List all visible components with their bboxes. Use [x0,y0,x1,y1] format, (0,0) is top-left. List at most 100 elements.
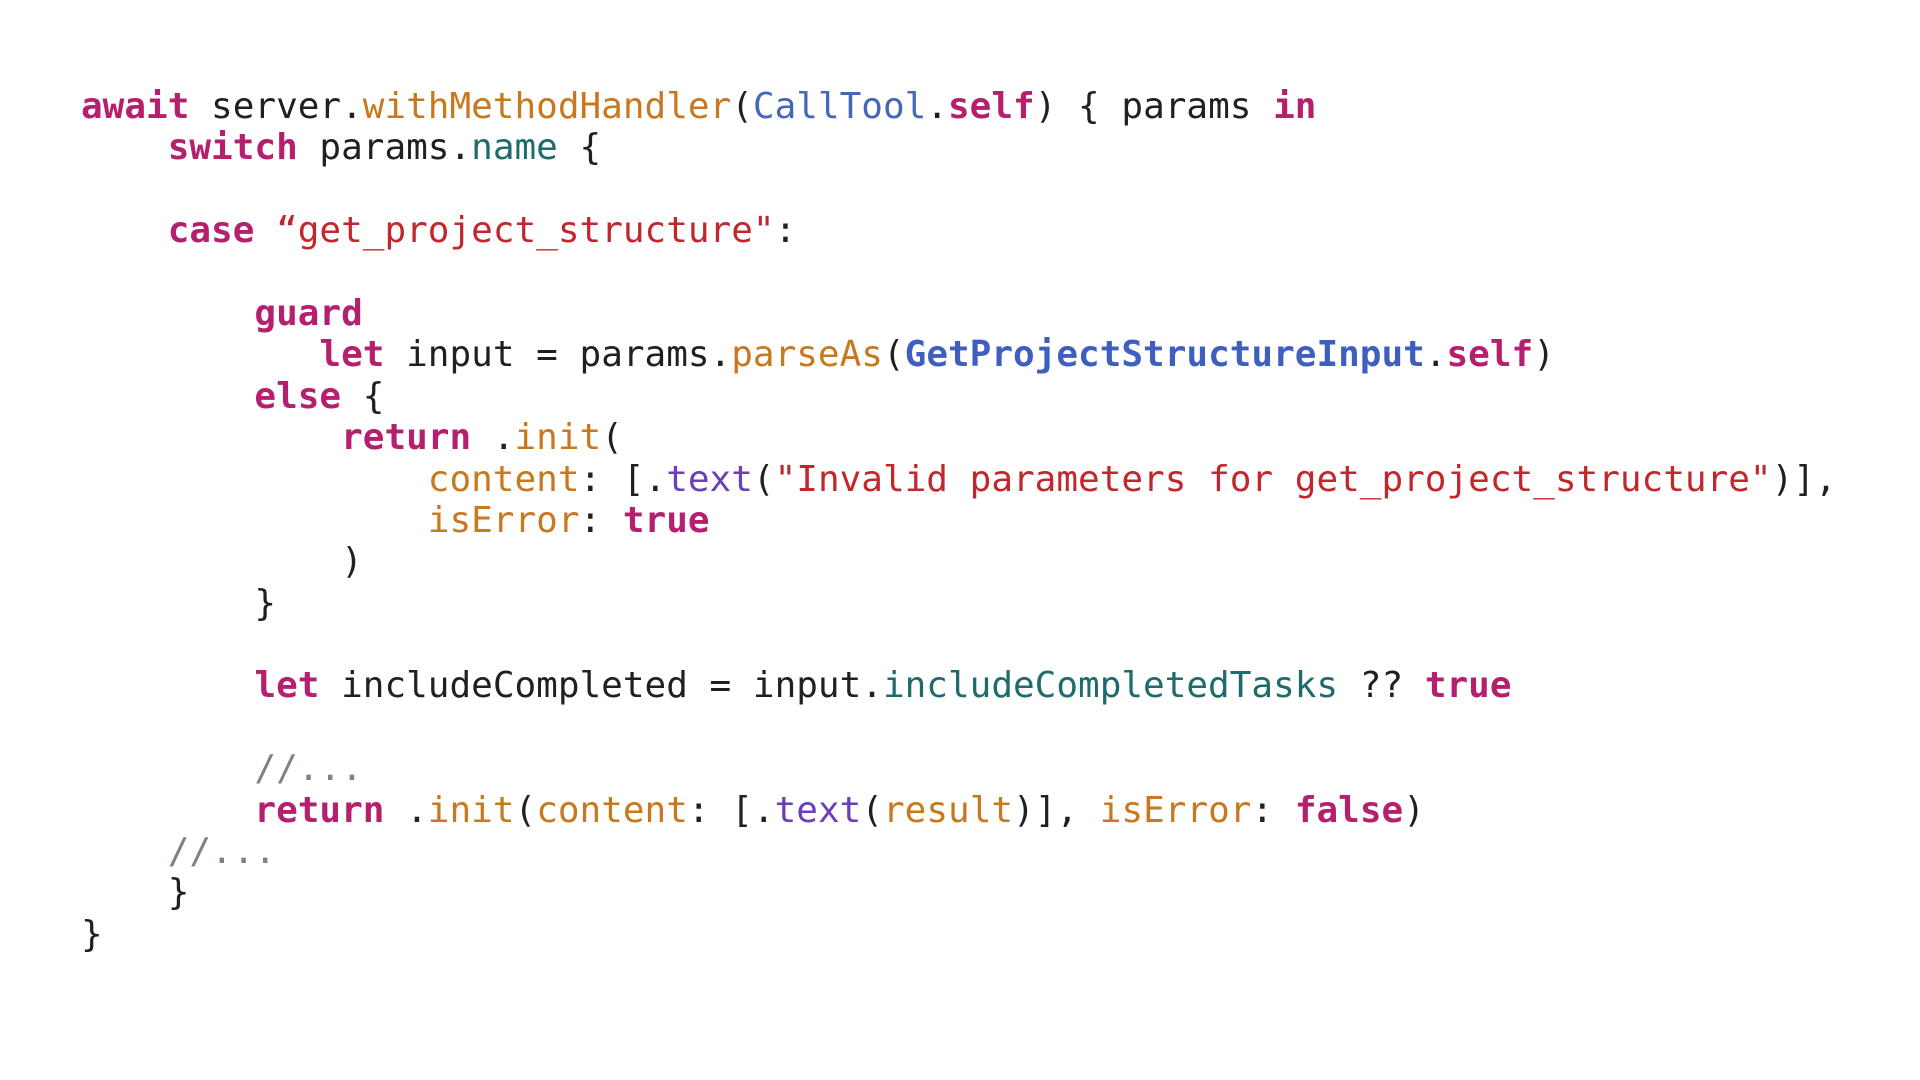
code-token-plain: server. [189,86,363,127]
code-token-plain: . [471,417,515,459]
code-token-plain: includeCompleted = input. [319,665,883,707]
code-line: isError: true [81,500,1911,541]
code-indent [81,665,254,706]
code-indent [81,417,341,458]
code-token-plain: ) [341,541,363,583]
code-token-plain: params. [297,127,472,169]
code-line [81,624,1911,665]
code-token-keyword: return [341,417,472,459]
code-token-comment: //... [167,831,277,873]
code-token-keyword: false [1294,789,1404,831]
code-token-type: CallTool [752,86,927,127]
code-view: await server.withMethodHandler(CallTool.… [81,86,1911,955]
code-token-string: "Invalid parameters for get_project_stru… [774,458,1772,500]
code-line [81,252,1911,293]
code-line: case “get_project_structure": [81,210,1911,251]
code-line [81,707,1911,748]
code-token-plain: )], [1013,789,1100,831]
code-token-prop: name [471,127,558,169]
code-token-plain: ?? [1338,665,1425,707]
code-token-string: “get_project_structure" [254,210,775,252]
code-line: switch params.name { [81,127,1911,168]
code-indent [81,872,168,913]
code-indent [81,500,428,541]
code-token-method: text [774,789,862,831]
code-token-plain: ( [731,86,753,127]
code-token-keyword: true [622,499,710,541]
code-token-keyword: self [948,86,1035,127]
code-indent [81,376,254,417]
code-line: guard [81,293,1911,334]
code-line: return .init(content: [.text(result)], i… [81,790,1911,831]
code-token-func: content [536,789,688,831]
code-token-plain: ( [861,789,883,831]
code-indent [81,583,254,624]
code-token-plain: } [167,872,190,914]
code-token-plain: ( [882,334,905,376]
code-line: return .init( [81,417,1911,458]
code-line: //... [81,748,1911,789]
code-token-plain: . [1424,334,1447,376]
code-indent [81,831,168,872]
code-line: else { [81,376,1911,417]
code-token-keyword: in [1273,86,1317,127]
code-token-keyword: case [167,210,255,252]
code-line: //... [81,831,1911,872]
code-token-plain: input = params. [384,334,732,376]
code-token-keyword: guard [254,292,363,334]
code-line: } [81,872,1911,913]
code-indent [81,210,168,251]
code-token-keyword: self [1446,334,1534,376]
code-line: ) [81,541,1911,582]
code-token-comment: //... [254,748,363,790]
code-line: } [81,914,1911,955]
code-indent [81,541,341,582]
code-token-keyword: switch [167,127,298,169]
code-token-keyword: return [254,789,385,831]
code-token-plain: } [81,913,103,955]
code-token-plain: . [926,86,948,127]
code-token-plain: : [579,499,623,541]
code-line [81,169,1911,210]
code-token-func: isError [1099,789,1252,831]
code-token-keyword: let [319,334,385,376]
code-token-plain: } [254,582,277,624]
code-token-method: text [666,458,753,500]
code-token-plain: { [341,375,385,417]
code-token-func: parseAs [731,334,883,376]
code-token-plain: ) [1533,334,1555,376]
code-indent [81,459,428,500]
code-token-keyword: let [254,665,320,707]
code-token-func: init [514,417,602,459]
code-token-plain: )], [1771,458,1837,500]
code-token-plain: ) { params [1034,86,1274,127]
code-token-keyword: await [81,86,190,127]
code-line: content: [.text("Invalid parameters for … [81,459,1911,500]
code-token-keyword: true [1424,665,1512,707]
code-token-plain: ( [752,458,775,500]
code-token-plain: { [557,127,602,169]
code-token-plain: : [. [579,458,667,500]
code-token-plain: ( [514,789,537,831]
code-token-plain: : [774,210,797,252]
code-token-func: content [427,458,580,500]
code-line: await server.withMethodHandler(CallTool.… [81,86,1911,127]
code-token-prop: includeCompletedTasks [882,665,1339,707]
code-token-func: isError [427,499,580,541]
code-indent [81,790,254,831]
code-token-func: result [883,789,1014,831]
code-indent [81,127,168,168]
code-token-plain: . [384,789,428,831]
code-line: } [81,583,1911,624]
code-token-plain: ( [601,417,623,459]
code-indent [81,334,319,375]
code-token-keyword: else [254,375,342,417]
code-indent [81,293,254,334]
code-token-plain: ) [1403,789,1425,831]
code-token-func: withMethodHandler [362,86,732,127]
code-token-type-bold: GetProjectStructureInput [904,334,1425,376]
code-token-func: init [427,789,515,831]
code-line: let input = params.parseAs(GetProjectStr… [81,334,1911,375]
code-token-plain: : [1251,789,1295,831]
code-token-plain: : [. [687,789,775,831]
